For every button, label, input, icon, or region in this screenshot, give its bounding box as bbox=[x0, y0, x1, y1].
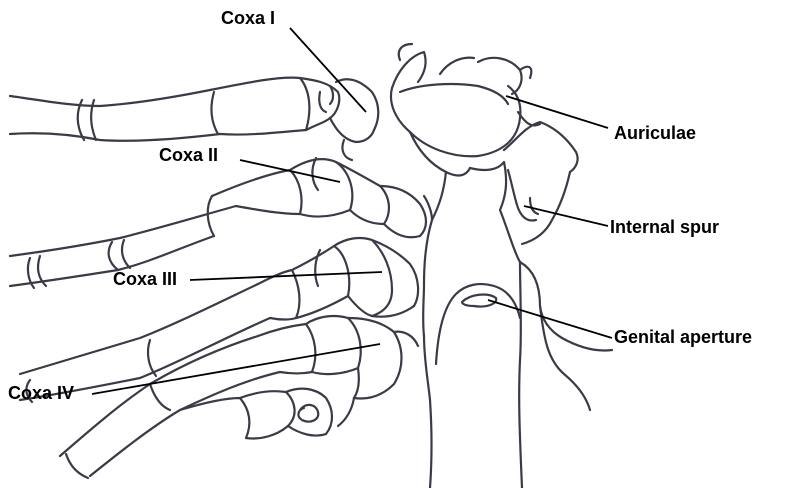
label-coxa-2: Coxa II bbox=[159, 145, 218, 165]
leader-coxa-1 bbox=[289, 27, 367, 113]
labels: Coxa I Coxa II Coxa III Coxa IV Auricula… bbox=[8, 8, 752, 403]
leader-auriculae bbox=[505, 95, 609, 129]
label-coxa-4: Coxa IV bbox=[8, 383, 74, 403]
leg-1 bbox=[8, 76, 380, 162]
label-auriculae: Auriculae bbox=[614, 123, 696, 143]
label-internal-spur: Internal spur bbox=[610, 217, 719, 237]
leader-coxa-3 bbox=[189, 271, 383, 281]
leader-coxa-4 bbox=[91, 343, 381, 395]
label-genital-aperture: Genital aperture bbox=[614, 327, 752, 347]
label-coxa-3: Coxa III bbox=[113, 269, 177, 289]
leg-2 bbox=[8, 156, 434, 290]
leader-genital-aperture bbox=[487, 299, 613, 339]
label-coxa-1: Coxa I bbox=[221, 8, 275, 28]
genital-aperture-shape bbox=[460, 293, 498, 308]
leg-4 bbox=[58, 314, 420, 480]
leader-internal-spur bbox=[523, 205, 609, 227]
internal-spur-shape bbox=[506, 168, 540, 222]
body-outline bbox=[422, 120, 614, 488]
capitulum-base bbox=[389, 42, 542, 177]
leg-3 bbox=[18, 236, 420, 404]
leader-lines bbox=[91, 27, 613, 395]
leader-coxa-2 bbox=[239, 159, 341, 183]
